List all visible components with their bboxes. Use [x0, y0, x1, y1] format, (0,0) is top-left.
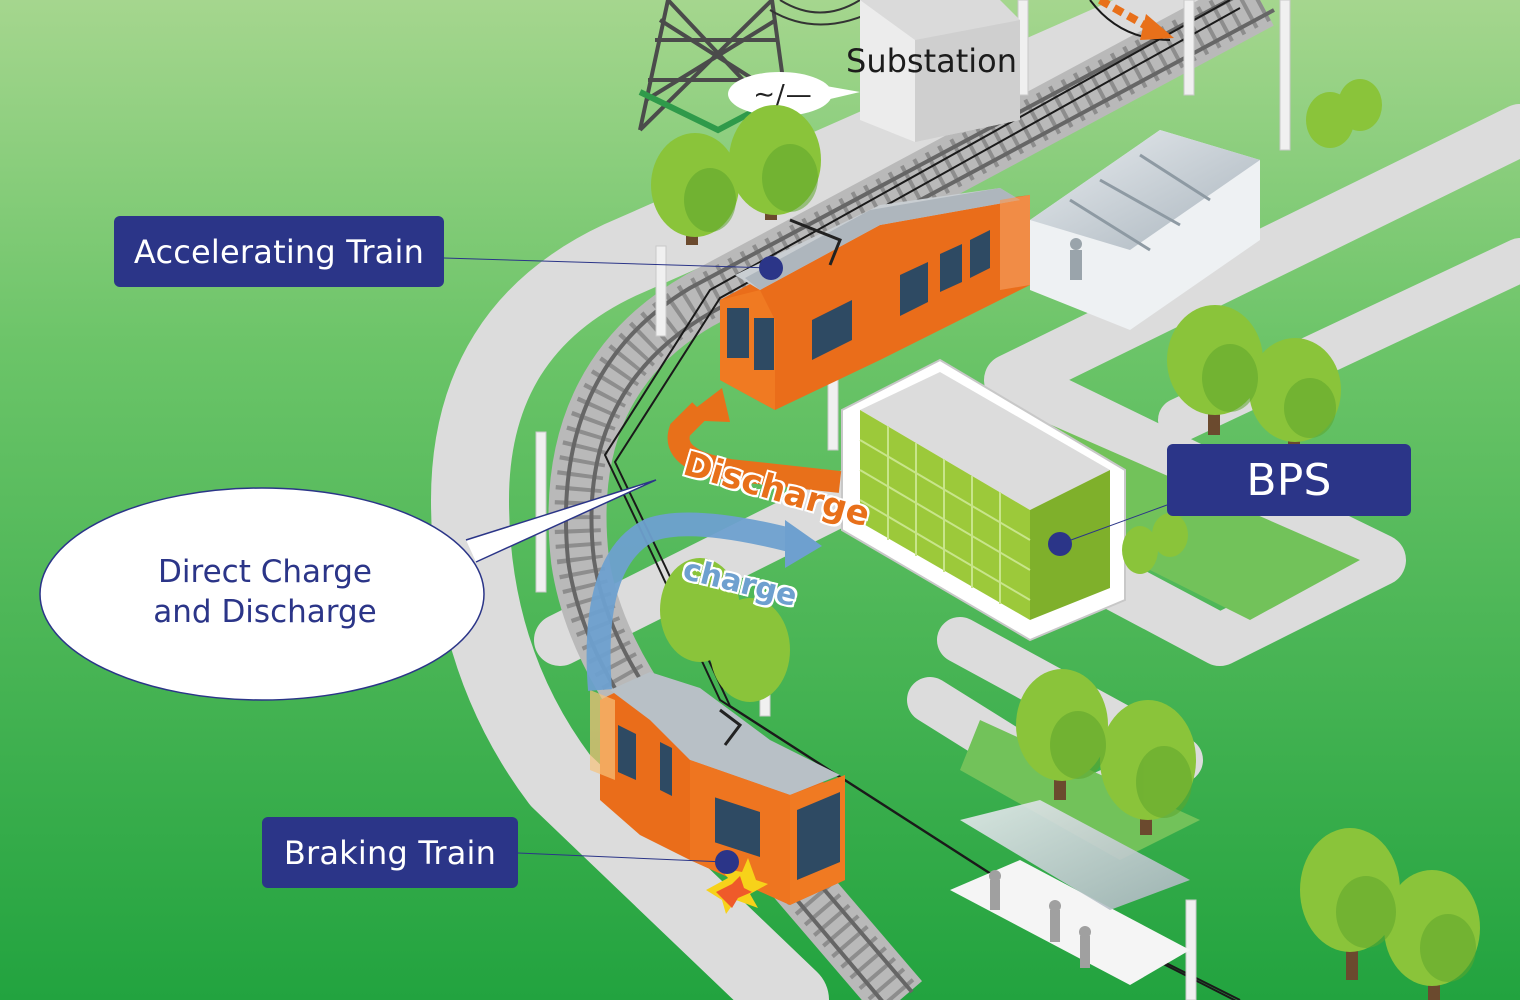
station-shed-upper: [1030, 130, 1260, 330]
discharge-arrow: [667, 388, 842, 493]
ac-dc-symbol: ∼/—: [753, 80, 813, 110]
charge-arrow: [586, 512, 822, 691]
accelerating-train: [720, 188, 1030, 410]
acdc-bubble: [728, 72, 860, 116]
bps-label: BPS: [1167, 444, 1411, 516]
bps-container: [841, 358, 1126, 642]
direct-charge-line1: Direct Charge: [158, 554, 372, 590]
brake-spark-icon: [706, 858, 768, 914]
substation-label: Substation: [846, 42, 1018, 80]
braking-train-label: Braking Train: [262, 817, 518, 888]
braking-train: [590, 672, 845, 905]
direct-charge-line2: and Discharge: [153, 594, 377, 630]
direct-charge-bubble: [39, 479, 657, 701]
direct-charge-text: Direct Charge and Discharge: [60, 552, 470, 632]
trees: [651, 79, 1480, 1000]
substation-building: [860, 0, 1020, 142]
leader-lines: [443, 257, 1168, 863]
callout-dots: [715, 256, 1072, 874]
power-flow-arrow-top: [1098, 0, 1174, 40]
station-shed-lower: [950, 800, 1190, 985]
accelerating-train-label: Accelerating Train: [114, 216, 444, 287]
